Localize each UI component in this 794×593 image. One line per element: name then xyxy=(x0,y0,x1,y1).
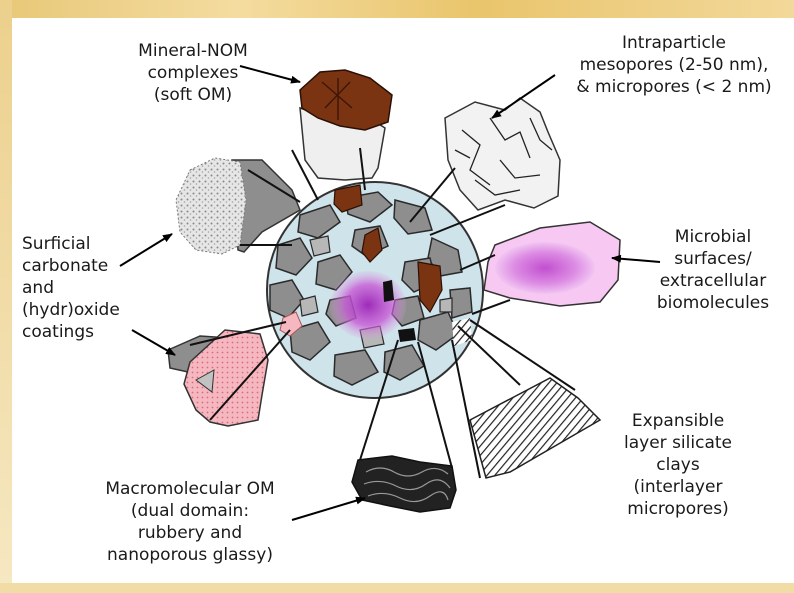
label-line: Microbial xyxy=(638,226,788,248)
central-aggregate xyxy=(267,182,483,398)
label-line: (interlayer xyxy=(598,476,758,498)
label-line: biomolecules xyxy=(638,292,788,314)
label-line: Surficial xyxy=(22,233,152,255)
label-line: clays xyxy=(598,454,758,476)
label-line: and xyxy=(22,277,152,299)
label-expansible-clays: Expansible layer silicate clays (interla… xyxy=(598,410,758,520)
expansible-clays-illustration xyxy=(452,320,600,478)
label-line: Mineral-NOM xyxy=(108,40,278,62)
label-line: carbonate xyxy=(22,255,152,277)
label-line: rubbery and xyxy=(80,522,300,544)
label-line: extracellular xyxy=(638,270,788,292)
label-line: micropores) xyxy=(598,498,758,520)
label-line: layer silicate xyxy=(598,432,758,454)
label-line: surfaces/ xyxy=(638,248,788,270)
label-intraparticle-pores: Intraparticle mesopores (2-50 nm), & mic… xyxy=(554,32,794,98)
label-line: & micropores (< 2 nm) xyxy=(554,76,794,98)
diagram-panel: Mineral-NOM complexes (soft OM) Intrapar… xyxy=(12,18,794,583)
coated-mineral-grain-illustration xyxy=(168,322,290,426)
label-macromolecular-om: Macromolecular OM (dual domain: rubbery … xyxy=(80,478,300,566)
label-surficial-coatings: Surficial carbonate and (hydr)oxide coat… xyxy=(22,233,152,343)
label-line: Macromolecular OM xyxy=(80,478,300,500)
label-line: mesopores (2-50 nm), xyxy=(554,54,794,76)
microbial-surfaces-illustration xyxy=(460,222,620,314)
label-line: coatings xyxy=(22,321,152,343)
label-line: complexes xyxy=(108,62,278,84)
label-line: (dual domain: xyxy=(80,500,300,522)
label-line: (hydr)oxide xyxy=(22,299,152,321)
label-mineral-nom-complexes: Mineral-NOM complexes (soft OM) xyxy=(108,40,278,106)
decorative-frame-top xyxy=(0,0,794,18)
label-line: nanoporous glassy) xyxy=(80,544,300,566)
label-line: Expansible xyxy=(598,410,758,432)
label-line: Intraparticle xyxy=(554,32,794,54)
label-microbial-surfaces: Microbial surfaces/ extracellular biomol… xyxy=(638,226,788,314)
label-line: (soft OM) xyxy=(108,84,278,106)
mineral-nom-complex-illustration xyxy=(292,70,392,200)
decorative-frame-bottom xyxy=(0,583,794,593)
decorative-frame-left xyxy=(0,0,12,593)
